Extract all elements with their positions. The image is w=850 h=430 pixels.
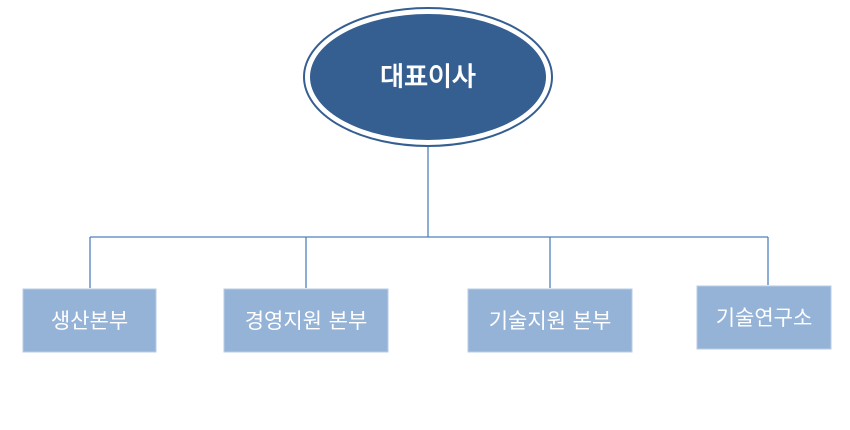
department-label-tech-support: 기술지원 본부: [489, 309, 612, 333]
root-node: 대표이사: [303, 7, 553, 147]
department-box-management-support: [223, 288, 389, 353]
department-box-production: [22, 288, 157, 353]
root-node-label: 대표이사: [380, 63, 476, 93]
connectors: [89, 146, 769, 288]
department-label-production: 생산본부: [51, 309, 128, 333]
department-label-research-lab: 기술연구소: [716, 306, 813, 330]
department-production: 생산본부: [22, 288, 157, 353]
root-node-ellipse: [310, 14, 546, 140]
department-tech-support: 기술지원 본부: [467, 288, 633, 353]
department-research-lab: 기술연구소: [696, 285, 832, 350]
department-box-tech-support: [467, 288, 633, 353]
department-box-research-lab: [696, 285, 832, 350]
department-management-support: 경영지원 본부: [223, 288, 389, 353]
department-label-management-support: 경영지원 본부: [245, 309, 368, 333]
